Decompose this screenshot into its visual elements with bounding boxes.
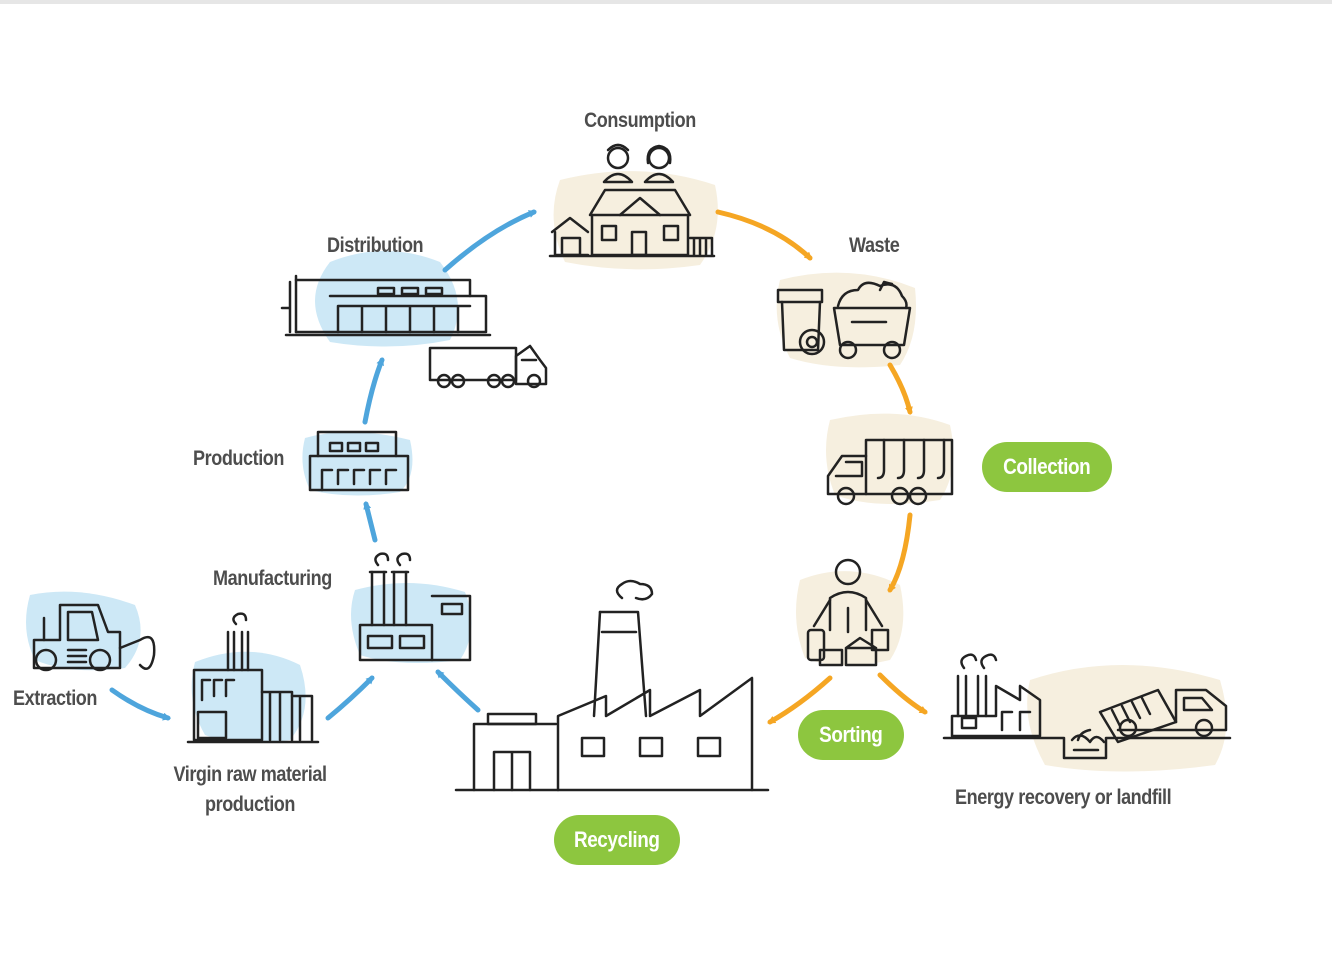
pill-collection: Collection — [982, 442, 1112, 492]
truck-icon — [428, 344, 548, 389]
label-virgin-raw-material: Virgin raw material — [173, 763, 327, 786]
pill-collection-text: Collection — [1003, 454, 1091, 479]
raw-material-plant-icon — [186, 612, 320, 744]
label-waste: Waste — [849, 234, 900, 257]
pill-recycling-text: Recycling — [574, 827, 660, 852]
arrow-extraction-to-virgin — [109, 687, 171, 721]
pill-sorting-text: Sorting — [819, 722, 883, 747]
arrow-waste-to-collection — [887, 362, 913, 415]
pill-recycling: Recycling — [554, 815, 680, 865]
label-production: Production — [193, 447, 285, 470]
flow-arrows — [109, 209, 928, 725]
arrow-production-to-distribution — [362, 357, 385, 425]
manufacturing-factory-icon — [358, 552, 472, 662]
house-icon — [548, 188, 716, 258]
bulldozer-icon — [32, 603, 156, 672]
arrow-sorting-to-energy — [877, 672, 928, 715]
people-icon — [602, 143, 675, 184]
label-consumption: Consumption — [584, 109, 696, 132]
color-washes — [26, 171, 1227, 772]
arrow-consumption-to-waste — [715, 209, 813, 261]
label-extraction: Extraction — [13, 687, 98, 710]
warehouse-icon — [280, 274, 492, 337]
arrow-recycling-to-manufacturing — [435, 669, 481, 713]
label-distribution: Distribution — [327, 234, 424, 257]
label-manufacturing: Manufacturing — [213, 567, 332, 590]
arrow-sorting-to-recycling — [767, 675, 833, 725]
arrow-manufacturing-to-production — [363, 501, 378, 543]
production-building-icon — [308, 430, 410, 492]
sorting-person-icon — [806, 558, 890, 667]
garbage-truck-icon — [826, 438, 954, 506]
landfill-icon — [942, 653, 1232, 760]
bins-icon — [776, 280, 912, 360]
pill-sorting: Sorting — [798, 710, 904, 760]
recycling-factory-icon — [454, 579, 770, 792]
arrow-virgin-to-manufacturing — [325, 675, 375, 721]
label-virgin-production: production — [204, 793, 296, 816]
arrow-collection-to-sorting — [887, 512, 913, 593]
dump-truck-icon — [1076, 688, 1228, 744]
arrow-distribution-to-consumption — [442, 209, 537, 273]
label-energy-recovery: Energy recovery or landfill — [955, 786, 1172, 809]
top-border — [0, 0, 1332, 4]
